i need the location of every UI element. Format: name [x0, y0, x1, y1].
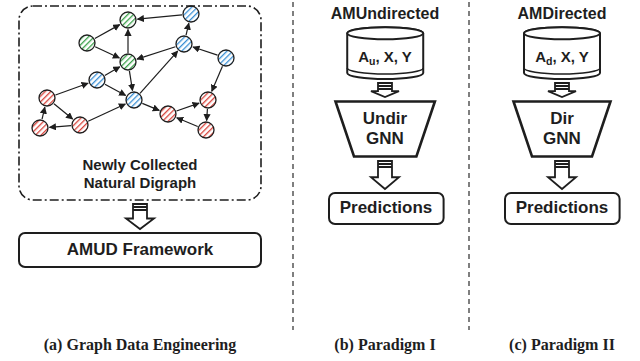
graph-panel: Newly Collected Natural Digraph	[18, 5, 262, 201]
panel-divider	[468, 2, 470, 330]
digraph-vertex	[218, 50, 234, 66]
gnn-trapezoid: Undir GNN	[334, 100, 436, 158]
panel-border	[19, 6, 261, 200]
panel-heading: AMUndirected	[331, 4, 439, 23]
gnn-trapezoid: Dir GNN	[512, 100, 612, 158]
panel-divider	[292, 2, 294, 330]
digraph-edge	[49, 126, 71, 128]
digraph-vertex	[120, 12, 136, 28]
digraph-edge	[176, 103, 199, 111]
digraph-edge	[105, 84, 126, 95]
cylinder-top	[524, 27, 600, 39]
flow-arrow	[126, 204, 154, 229]
digraph-vertex	[32, 120, 48, 136]
cylinder-ring	[347, 68, 423, 74]
digraph-edge	[142, 103, 159, 110]
trapezoid-border	[514, 102, 611, 157]
digraph-vertex	[39, 90, 55, 106]
box-border	[505, 193, 620, 224]
flow-arrow	[371, 161, 399, 189]
digraph-illustration	[32, 6, 234, 138]
node-text: Newly Collected Natural Digraph	[70, 156, 210, 192]
digraph-edge	[177, 118, 198, 127]
node-text: Predictions	[516, 198, 609, 218]
digraph-vertex	[200, 92, 216, 108]
digraph-edge	[88, 104, 125, 121]
digraph-edge	[55, 83, 88, 95]
digraph-edge	[95, 25, 120, 39]
cylinder-top	[347, 27, 423, 39]
prediction-box: Predictions	[504, 192, 621, 225]
digraph-vertex	[79, 35, 95, 51]
digraph-vertex	[89, 72, 105, 88]
prediction-box: Predictions	[328, 192, 445, 225]
box-border	[19, 233, 261, 267]
digraph-edge	[186, 23, 189, 35]
digraph-edge	[95, 47, 119, 58]
panel-heading: AMDirected	[518, 4, 607, 23]
trapezoid-border	[335, 102, 434, 157]
node-text: Dir GNN	[543, 109, 581, 150]
digraph-edge	[54, 104, 73, 119]
database-cylinder: AMDirectedAd, X, Y	[507, 4, 617, 80]
digraph-vertex	[120, 54, 136, 70]
node-text: Ad, X, Y	[535, 48, 589, 66]
digraph-edge	[206, 109, 208, 121]
panel-caption: (b) Paradigm I	[334, 336, 435, 354]
digraph-edge	[140, 51, 178, 93]
digraph-edge	[193, 47, 217, 55]
flow-arrow	[548, 83, 576, 97]
digraph-vertex	[198, 122, 214, 138]
panel-caption: (c) Paradigm II	[509, 336, 615, 354]
database-cylinder: AMUndirectedAu, X, Y	[328, 4, 442, 80]
box-border	[329, 193, 444, 224]
node-text: Undir GNN	[363, 109, 407, 150]
digraph-edge	[42, 107, 45, 119]
digraph-edge	[105, 67, 120, 76]
digraph-edge	[137, 47, 175, 59]
digraph-vertex	[160, 106, 176, 122]
digraph-edge	[127, 30, 128, 54]
flow-arrow	[548, 161, 576, 189]
node-text: AMUD Framework	[67, 240, 213, 260]
cylinder-ring	[524, 68, 600, 74]
digraph-edge	[129, 71, 132, 91]
flow-arrow	[371, 83, 399, 97]
node-text: Predictions	[340, 198, 433, 218]
digraph-edge	[212, 66, 223, 91]
digraph-vertex	[183, 6, 199, 22]
panel-caption: (a) Graph Data Engineering	[44, 336, 236, 354]
framework-box: AMUD Framework	[18, 232, 262, 268]
digraph-edge	[137, 15, 182, 19]
node-text: Au, X, Y	[358, 48, 412, 66]
digraph-vertex	[72, 117, 88, 133]
cylinder-body	[524, 27, 600, 79]
digraph-vertex	[126, 92, 142, 108]
digraph-vertex	[176, 36, 192, 52]
cylinder-body	[347, 27, 423, 79]
